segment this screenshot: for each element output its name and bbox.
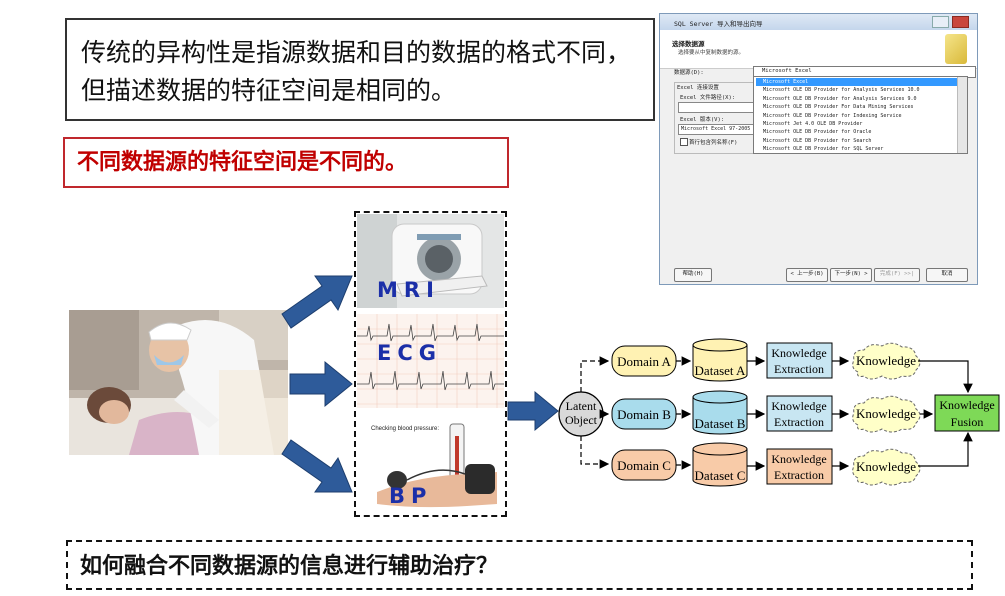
extraction-c-label-2: Extraction xyxy=(774,468,824,482)
mri-scanner-illustration xyxy=(357,214,504,308)
mri-label: MRI xyxy=(377,278,440,302)
definition-line-2: 但描述数据的特征空间是相同的。 xyxy=(81,76,457,105)
knowledge-cloud-c xyxy=(852,448,921,486)
latent-object-label-2: Object xyxy=(565,413,598,427)
bp-photo: Checking blood pressure: BP xyxy=(357,414,504,514)
extraction-a-label-2: Extraction xyxy=(774,362,824,376)
latent-object-label-1: Latent xyxy=(566,399,597,413)
arrow-to-ecg xyxy=(289,360,353,408)
blood-pressure-illustration xyxy=(357,414,504,514)
dataset-a-cylinder xyxy=(692,345,748,382)
version-label: Excel 版本(V): xyxy=(680,117,725,123)
arrow-to-latent-object xyxy=(507,390,559,432)
minimize-button[interactable] xyxy=(932,16,949,28)
dropdown-scrollbar[interactable] xyxy=(957,77,967,153)
sql-import-wizard-screenshot: SQL Server 导入和导出向导 选择数据源 选择要从中复制数据的源。 数据… xyxy=(659,13,978,285)
first-row-label: 首行包含列名称(F) xyxy=(689,140,738,146)
window-titlebar: SQL Server 导入和导出向导 xyxy=(660,14,977,30)
finish-button[interactable]: 完成(F) >>| xyxy=(874,268,920,282)
arrow-to-bp xyxy=(281,439,353,493)
version-value: Microsoft Excel 97-2005 xyxy=(681,126,751,132)
question-box: 如何融合不同数据源的信息进行辅助治疗？ xyxy=(66,540,973,590)
domain-a-label: Domain A xyxy=(617,354,671,369)
arrow-to-mri xyxy=(281,275,353,329)
datasource-value: Microsoft Excel xyxy=(762,68,812,74)
question-text: 如何融合不同数据源的信息进行辅助治疗？ xyxy=(80,554,499,579)
cancel-button[interactable]: 取消 xyxy=(926,268,968,282)
dropdown-option[interactable]: Microsoft Excel xyxy=(756,78,959,87)
dropdown-option[interactable]: Microsoft OLE DB Provider for SQL Server xyxy=(763,146,884,153)
wizard-logo-icon xyxy=(945,34,967,64)
nurse-patient-photo xyxy=(69,310,288,455)
extraction-b-label-2: Extraction xyxy=(774,415,824,429)
file-path-label: Excel 文件路径(X): xyxy=(680,95,736,101)
mri-photo: MRI xyxy=(357,214,504,308)
fusion-label-1: Knowledge xyxy=(939,398,994,412)
knowledge-cloud-a xyxy=(852,342,921,380)
wizard-header-subtitle: 选择要从中复制数据的源。 xyxy=(678,50,745,56)
dataset-b-label: Dataset B xyxy=(695,416,746,431)
window-title: SQL Server 导入和导出向导 xyxy=(674,20,763,28)
bp-label: BP xyxy=(389,484,433,508)
modalities-frame xyxy=(354,211,507,517)
ecg-trace-illustration xyxy=(357,314,504,408)
extraction-a-label-1: Knowledge xyxy=(771,346,826,360)
extraction-b-label-1: Knowledge xyxy=(771,399,826,413)
ecg-label: ECG xyxy=(377,341,442,365)
ecg-photo: ECG xyxy=(357,314,504,408)
fusion-label-2: Fusion xyxy=(951,415,984,429)
dropdown-option[interactable]: Microsoft OLE DB Provider for Analysis S… xyxy=(763,87,920,94)
knowledge-a-label: Knowledge xyxy=(856,353,916,368)
knowledge-fusion-node xyxy=(934,394,1000,432)
help-button[interactable]: 帮助(H) xyxy=(674,268,712,282)
dropdown-option[interactable]: Microsoft OLE DB Provider for Indexing S… xyxy=(763,112,902,119)
back-button[interactable]: < 上一步(B) xyxy=(786,268,828,282)
definition-box: 传统的异构性是指源数据和目的数据的格式不同， 但描述数据的特征空间是相同的。 xyxy=(65,18,655,121)
definition-line-1: 传统的异构性是指源数据和目的数据的格式不同， xyxy=(81,38,632,67)
highlight-box: 不同数据源的特征空间是不同的。 xyxy=(63,137,509,188)
domain-c-label: Domain C xyxy=(617,458,671,473)
close-button[interactable] xyxy=(952,16,969,28)
domain-b-label: Domain B xyxy=(617,407,671,422)
datasource-dropdown-list[interactable]: Microsoft Excel Microsoft OLE DB Provide… xyxy=(753,76,968,154)
conn-settings-label: Excel 连接设置 xyxy=(677,85,719,91)
dataset-a-label: Dataset A xyxy=(695,363,747,378)
wizard-header-title: 选择数据源 xyxy=(672,40,705,48)
dropdown-option[interactable]: Microsoft OLE DB Provider For Data Minin… xyxy=(763,104,914,111)
bp-caption: Checking blood pressure: xyxy=(371,426,440,432)
nurse-patient-illustration xyxy=(69,310,288,455)
first-row-checkbox[interactable] xyxy=(680,138,688,146)
dataset-b-cylinder xyxy=(692,397,748,435)
dataset-c-cylinder xyxy=(692,449,748,487)
dropdown-option[interactable]: Microsoft OLE DB Provider for Analysis S… xyxy=(763,95,917,102)
dataset-c-label: Dataset C xyxy=(695,468,746,483)
dropdown-option[interactable]: Microsoft OLE DB Provider for Search xyxy=(763,137,872,144)
knowledge-c-label: Knowledge xyxy=(856,459,916,474)
knowledge-b-label: Knowledge xyxy=(856,406,916,421)
next-button[interactable]: 下一步(N) > xyxy=(830,268,872,282)
knowledge-cloud-b xyxy=(852,395,921,433)
datasource-label: 数据源(D): xyxy=(674,70,704,76)
extraction-c-label-1: Knowledge xyxy=(771,452,826,466)
highlight-text: 不同数据源的特征空间是不同的。 xyxy=(77,150,408,175)
dropdown-option[interactable]: Microsoft OLE DB Provider for Oracle xyxy=(763,129,872,136)
dropdown-option[interactable]: Microsoft Jet 4.0 OLE DB Provider xyxy=(763,121,863,127)
wizard-header: 选择数据源 选择要从中复制数据的源。 xyxy=(660,30,977,69)
